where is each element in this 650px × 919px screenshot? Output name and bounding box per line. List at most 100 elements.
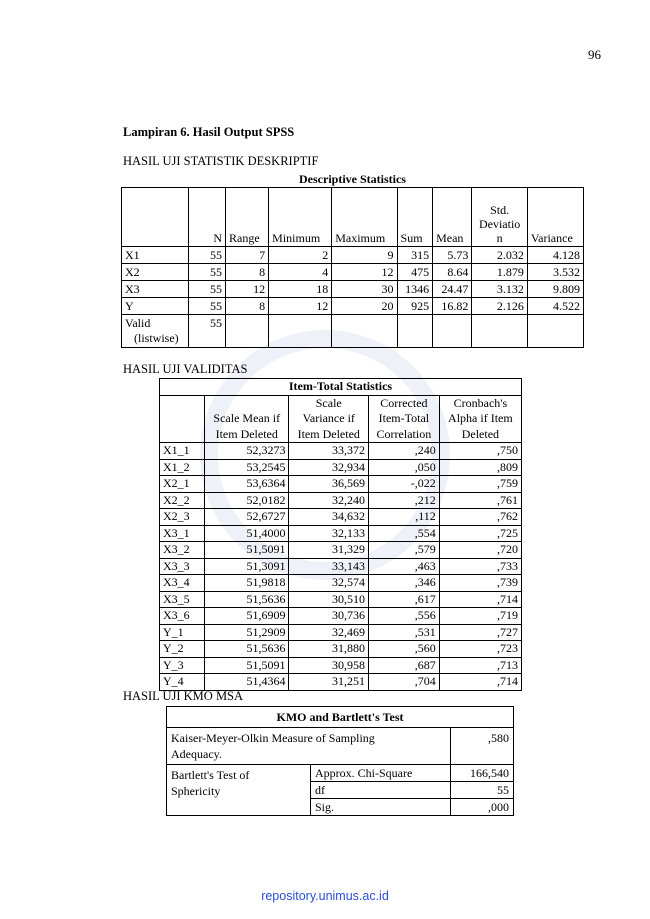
cell-value: 55 xyxy=(188,246,226,264)
row-label: X2 xyxy=(121,263,189,281)
row-label: X3_4 xyxy=(159,574,205,592)
cell-value: ,720 xyxy=(438,541,523,559)
cell-value: ,554 xyxy=(368,524,440,542)
cell-value: ,713 xyxy=(438,656,523,674)
header-minimum: Minimum xyxy=(268,187,333,247)
cell-value: 2.032 xyxy=(471,246,528,264)
valid-listwise-label: Valid (listwise) xyxy=(121,314,189,348)
cell-value: 8 xyxy=(224,263,270,281)
row-label: X2_3 xyxy=(159,508,205,526)
cell-value: 4.522 xyxy=(526,297,585,315)
cell-value: ,733 xyxy=(438,557,523,575)
cell-value: ,727 xyxy=(438,623,523,641)
cell-value: 12 xyxy=(268,297,333,315)
cell-value: 33,372 xyxy=(288,442,370,460)
cell-value: 51,5091 xyxy=(203,656,290,674)
cell-value: 55 xyxy=(188,263,226,281)
cell-value: ,723 xyxy=(438,640,523,658)
cell-value: 51,5091 xyxy=(203,541,290,559)
cell-value: 51,2909 xyxy=(203,623,290,641)
cell-value: 9 xyxy=(331,246,398,264)
row-label: X3_2 xyxy=(159,541,205,559)
page-number: 96 xyxy=(588,47,601,62)
cell-value: ,704 xyxy=(368,673,440,691)
cell-value: ,560 xyxy=(368,640,440,658)
cell-value: 12 xyxy=(224,280,270,298)
cell-value: 51,9818 xyxy=(203,574,290,592)
cell-value: 36,569 xyxy=(288,475,370,493)
header-mean: Mean xyxy=(432,187,473,247)
cell-value: 9.809 xyxy=(526,280,585,298)
cell-value: 30,958 xyxy=(288,656,370,674)
header-empty xyxy=(121,187,189,247)
header-variance: Variance xyxy=(526,187,585,247)
cell-value: ,809 xyxy=(438,458,523,476)
cell-value: 20 xyxy=(331,297,398,315)
cell-value: 475 xyxy=(396,263,434,281)
cell-value: 32,574 xyxy=(288,574,370,592)
row-label: Y_2 xyxy=(159,640,205,658)
cell-value: ,112 xyxy=(368,508,440,526)
cell-value: 32,240 xyxy=(288,491,370,509)
cell-value: 51,5636 xyxy=(203,590,290,608)
descriptive-statistics-table: Descriptive Statistics N Range Minimum M… xyxy=(121,171,585,348)
cell-value: ,579 xyxy=(368,541,440,559)
cell-value: ,762 xyxy=(438,508,523,526)
cell-value: ,714 xyxy=(438,673,523,691)
cell-value: 52,3273 xyxy=(203,442,290,460)
row-label: X3 xyxy=(121,280,189,298)
cell-value: 52,6727 xyxy=(203,508,290,526)
cell-value: 3.132 xyxy=(471,280,528,298)
cell-value: 2.126 xyxy=(471,297,528,315)
cell-value: 53,6364 xyxy=(203,475,290,493)
cell-value: 30,510 xyxy=(288,590,370,608)
header-std-deviation: Std. Deviatio n xyxy=(471,187,528,247)
cell-value: 4.128 xyxy=(526,246,585,264)
row-label: X3_1 xyxy=(159,524,205,542)
cell-value: ,725 xyxy=(438,524,523,542)
cell-value: ,050 xyxy=(368,458,440,476)
cell-value: 12 xyxy=(331,263,398,281)
bartlett-row-label: df xyxy=(310,781,451,799)
repository-footer-link[interactable]: repository.unimus.ac.id xyxy=(261,889,389,903)
section-kmo-title: HASIL UJI KMO MSA xyxy=(123,689,244,703)
cell-value: 16.82 xyxy=(432,297,473,315)
cell-value: 2 xyxy=(268,246,333,264)
cell-value: 30 xyxy=(331,280,398,298)
cell-value: 30,736 xyxy=(288,607,370,625)
appendix-heading: Lampiran 6. Hasil Output SPSS xyxy=(123,125,295,139)
cell-value: 51,3091 xyxy=(203,557,290,575)
cell-value: 5.73 xyxy=(432,246,473,264)
bartlett-row-label: Sig. xyxy=(310,798,451,816)
cell-value: 3.532 xyxy=(526,263,585,281)
cell-value: 53,2545 xyxy=(203,458,290,476)
header-empty xyxy=(159,394,205,443)
cell-value: 51,4364 xyxy=(203,673,290,691)
cell-value: ,750 xyxy=(438,442,523,460)
valid-n-value: 55 xyxy=(188,314,226,348)
cell-value: ,739 xyxy=(438,574,523,592)
cell-value: ,714 xyxy=(438,590,523,608)
cell-value: ,719 xyxy=(438,607,523,625)
cell-value: ,240 xyxy=(368,442,440,460)
header-sum: Sum xyxy=(396,187,434,247)
table-caption: Descriptive Statistics xyxy=(299,172,406,186)
row-label: Y_4 xyxy=(159,673,205,691)
cell-value: 33,143 xyxy=(288,557,370,575)
